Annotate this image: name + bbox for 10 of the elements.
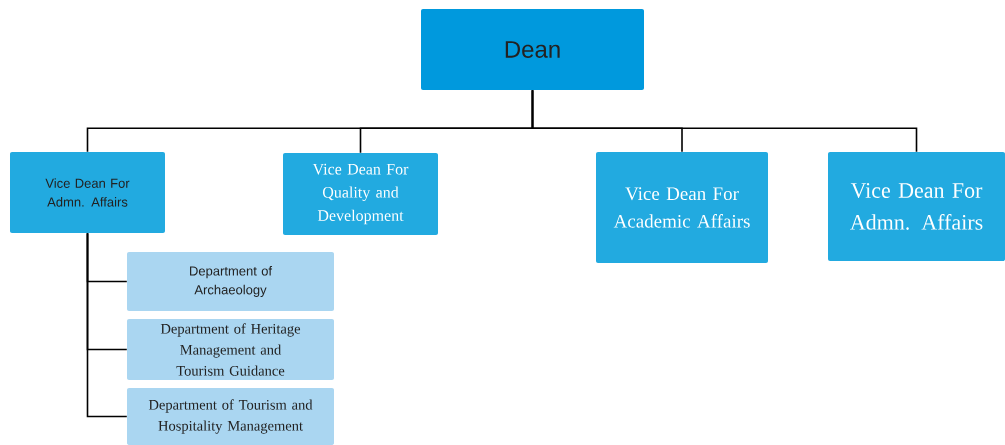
department-box: Department of Heritage Management and Tourism Guidance	[127, 319, 334, 380]
role-box: Vice Dean For Academic Affairs	[596, 152, 768, 263]
role-box: Vice Dean For Admn. Affairs	[828, 152, 1005, 261]
department-box: Department of Tourism and Hospitality Management	[127, 388, 334, 445]
department-box: Department of Archaeology	[127, 252, 334, 311]
title-box: Dean	[421, 9, 644, 90]
connector-line	[86, 232, 128, 418]
connector-line	[531, 89, 918, 153]
role-box: Vice Dean For Admn. Affairs	[10, 152, 165, 233]
role-box: Vice Dean For Quality and Development	[283, 153, 438, 235]
